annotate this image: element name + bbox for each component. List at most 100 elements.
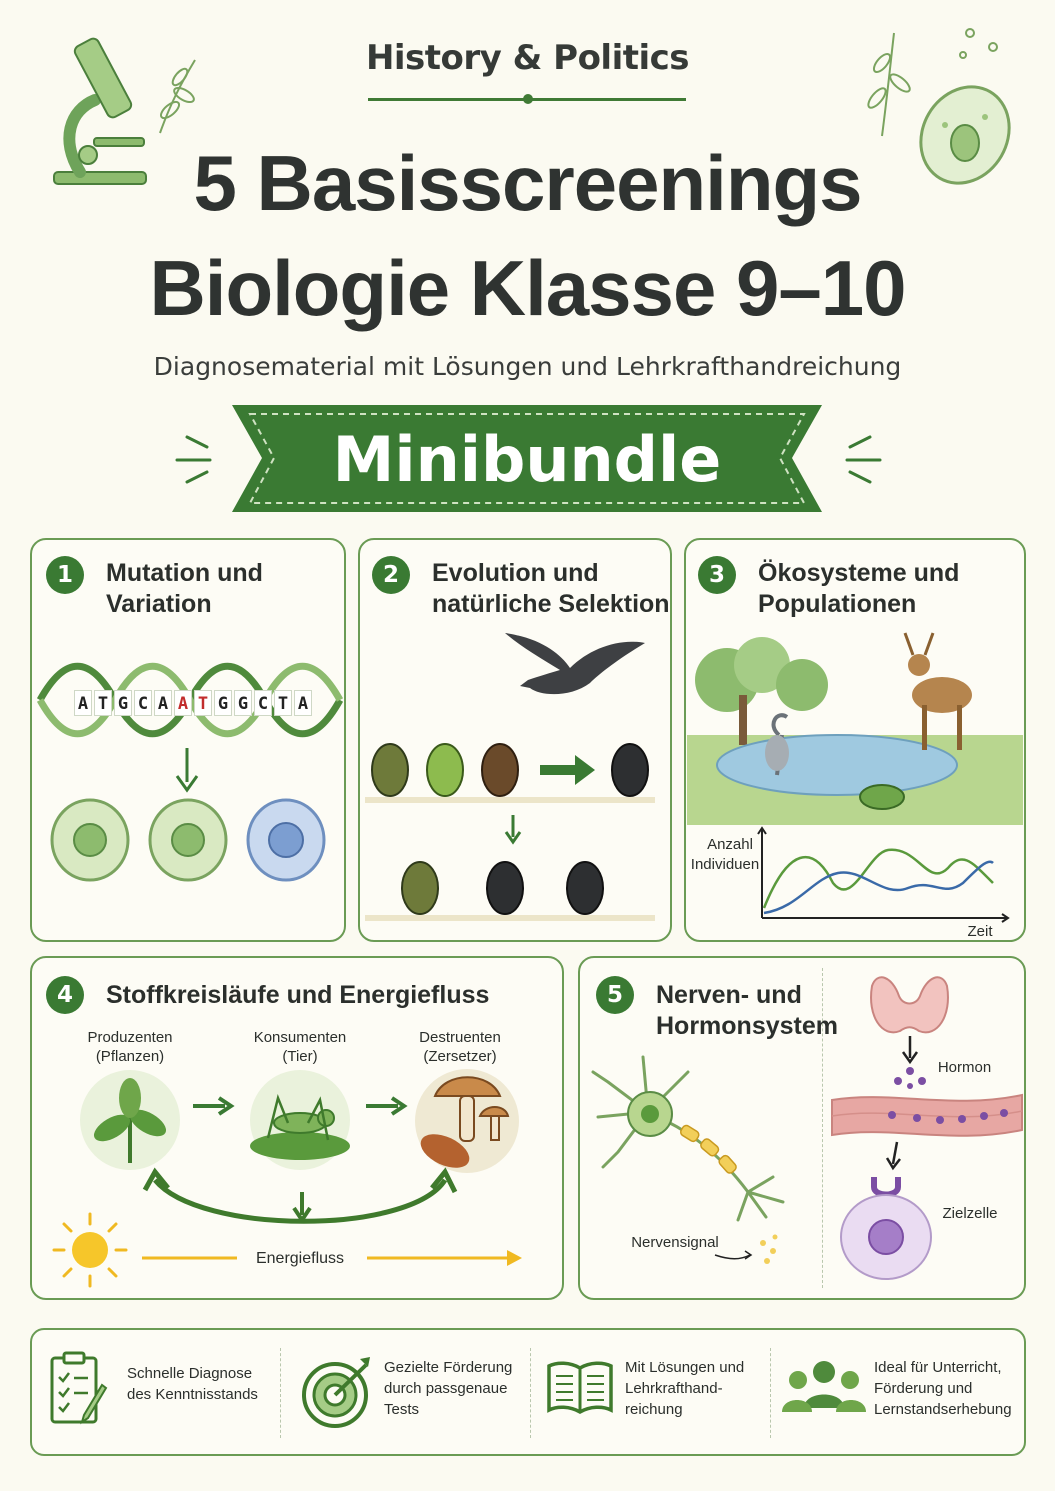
dna-sequence: A T G C A A T G G C T A [74,690,312,716]
cycle-arrows-icon [142,1167,458,1224]
feature-2-line3: Tests [384,1401,420,1418]
arrow-right-icon [366,1096,408,1116]
mushroom-icon [415,1069,519,1173]
dna-base: A [74,690,92,716]
feature-1-line2: des Kenntnisstands [127,1386,258,1403]
beetles-row-1-icon [365,743,655,803]
card-5-title-line2: Hormonsystem [656,1012,838,1040]
dna-base: G [114,690,132,716]
dna-base: G [214,690,232,716]
arrow-right-icon [193,1096,235,1116]
feature-4-line3: Lernstandserhebung [874,1401,1012,1418]
feature-3: Mit Lösungen und Lehrkrafthand- reichung [625,1357,744,1420]
leaf-sprig-right-icon [867,32,911,137]
target-cell-label: Zielzelle [942,1205,998,1222]
card-5-number: 5 [596,976,634,1014]
arrow-down-icon [901,1036,919,1065]
energy-flow-label: Energiefluss [255,1250,345,1267]
dna-base: C [134,690,152,716]
brand-name: History & Politics [365,38,690,78]
population-x-label: Zeit [967,923,993,940]
feature-3-line1: Mit Lösungen und [625,1359,745,1376]
energy-arrow-icon [142,1250,522,1266]
card-2-title-line2: natürliche Selektion [432,590,670,618]
feature-divider [530,1348,531,1438]
features-bar [30,1328,1026,1456]
population-y-label-1: Anzahl [707,836,753,853]
dna-base: T [94,690,112,716]
target-icon [302,1357,370,1428]
dna-base: G [234,690,252,716]
hormone-dots-icon [894,1067,926,1089]
dna-base: C [254,690,272,716]
page-title-line2: Biologie Klasse 9–10 [149,244,906,332]
feature-3-line3: reichung [625,1401,683,1418]
dna-base-mutated: A [174,690,192,716]
bird-icon [505,633,645,695]
neuron-icon [591,1055,785,1222]
feature-2-line2: durch passgenaue [384,1380,508,1397]
page-title-line1: 5 Basisscreenings [193,139,862,227]
ecosystem-scene-icon [687,632,1023,825]
grasshopper-icon [250,1070,350,1170]
hormone-label: Hormon [937,1059,992,1076]
sparkle-right-icon [845,435,882,484]
feature-4-line2: Förderung und [874,1380,973,1397]
card-5-divider [822,968,823,1288]
cells-icon [50,798,326,882]
feature-4: Ideal für Unterricht, Förderung und Lern… [874,1357,1012,1420]
card-2-title-line1: Evolution und [432,559,599,587]
ribbon-label: Minibundle [332,423,722,496]
feature-2-line1: Gezielte Förderung [384,1359,513,1376]
brand-divider-dot [523,94,533,104]
beetles-row-2-icon [365,861,655,921]
feature-4-line1: Ideal für Unterricht, [874,1359,1002,1376]
page-subtitle: Diagnosematerial mit Lösungen und Lehrkr… [153,352,902,381]
producers-label-2: (Pflanzen) [95,1048,165,1065]
population-graph [757,826,1010,923]
target-cell-icon [840,1177,932,1280]
open-book-icon [547,1361,613,1415]
arrow-down-icon [175,748,199,793]
decomposers-label-2: (Zersetzer) [423,1048,497,1065]
population-y-label-2: Individuen [690,856,760,873]
dna-base: A [154,690,172,716]
dna-base-mutated: T [194,690,212,716]
clipboard-check-icon [50,1351,108,1425]
dna-base: T [274,690,292,716]
card-1-title-line2: Variation [106,590,212,618]
microscope-icon [53,37,147,185]
card-3-title-line2: Populationen [758,590,917,618]
group-icon [782,1361,866,1412]
plant-icon [80,1070,180,1170]
cell-icon [919,28,1011,185]
sparkle-left-icon [175,435,212,484]
leaf-sprig-left-icon [159,59,196,134]
card-4-title: Stoffkreisläufe und Energiefluss [106,981,490,1009]
feature-2: Gezielte Förderung durch passgenaue Test… [384,1357,512,1420]
feature-divider [770,1348,771,1438]
card-1-number: 1 [46,556,84,594]
sun-icon [52,1212,128,1288]
decomposers-label-1: Destruenten [419,1029,501,1046]
card-3-number: 3 [698,556,736,594]
ribbon-banner [232,405,822,512]
card-4-number: 4 [46,976,84,1014]
consumers-label-2: (Tier) [282,1048,318,1065]
feature-3-line2: Lehrkrafthand- [625,1380,723,1397]
feature-1-line1: Schnelle Diagnose [127,1365,253,1382]
card-1-title-line1: Mutation und [106,559,263,587]
blood-vessel-icon [831,1093,1023,1137]
feature-divider [280,1348,281,1438]
producers-label-1: Produzenten [87,1029,173,1046]
nerve-signal-label: Nervensignal [631,1234,719,1251]
card-2-number: 2 [372,556,410,594]
card-3-title-line1: Ökosysteme und [758,559,960,587]
arrow-down-icon [504,815,522,845]
card-5-title-line1: Nerven- und [656,981,802,1009]
dna-base: A [294,690,312,716]
consumers-label-1: Konsumenten [253,1029,347,1046]
signal-dots-icon [714,1234,778,1264]
thyroid-gland-icon [870,976,949,1034]
